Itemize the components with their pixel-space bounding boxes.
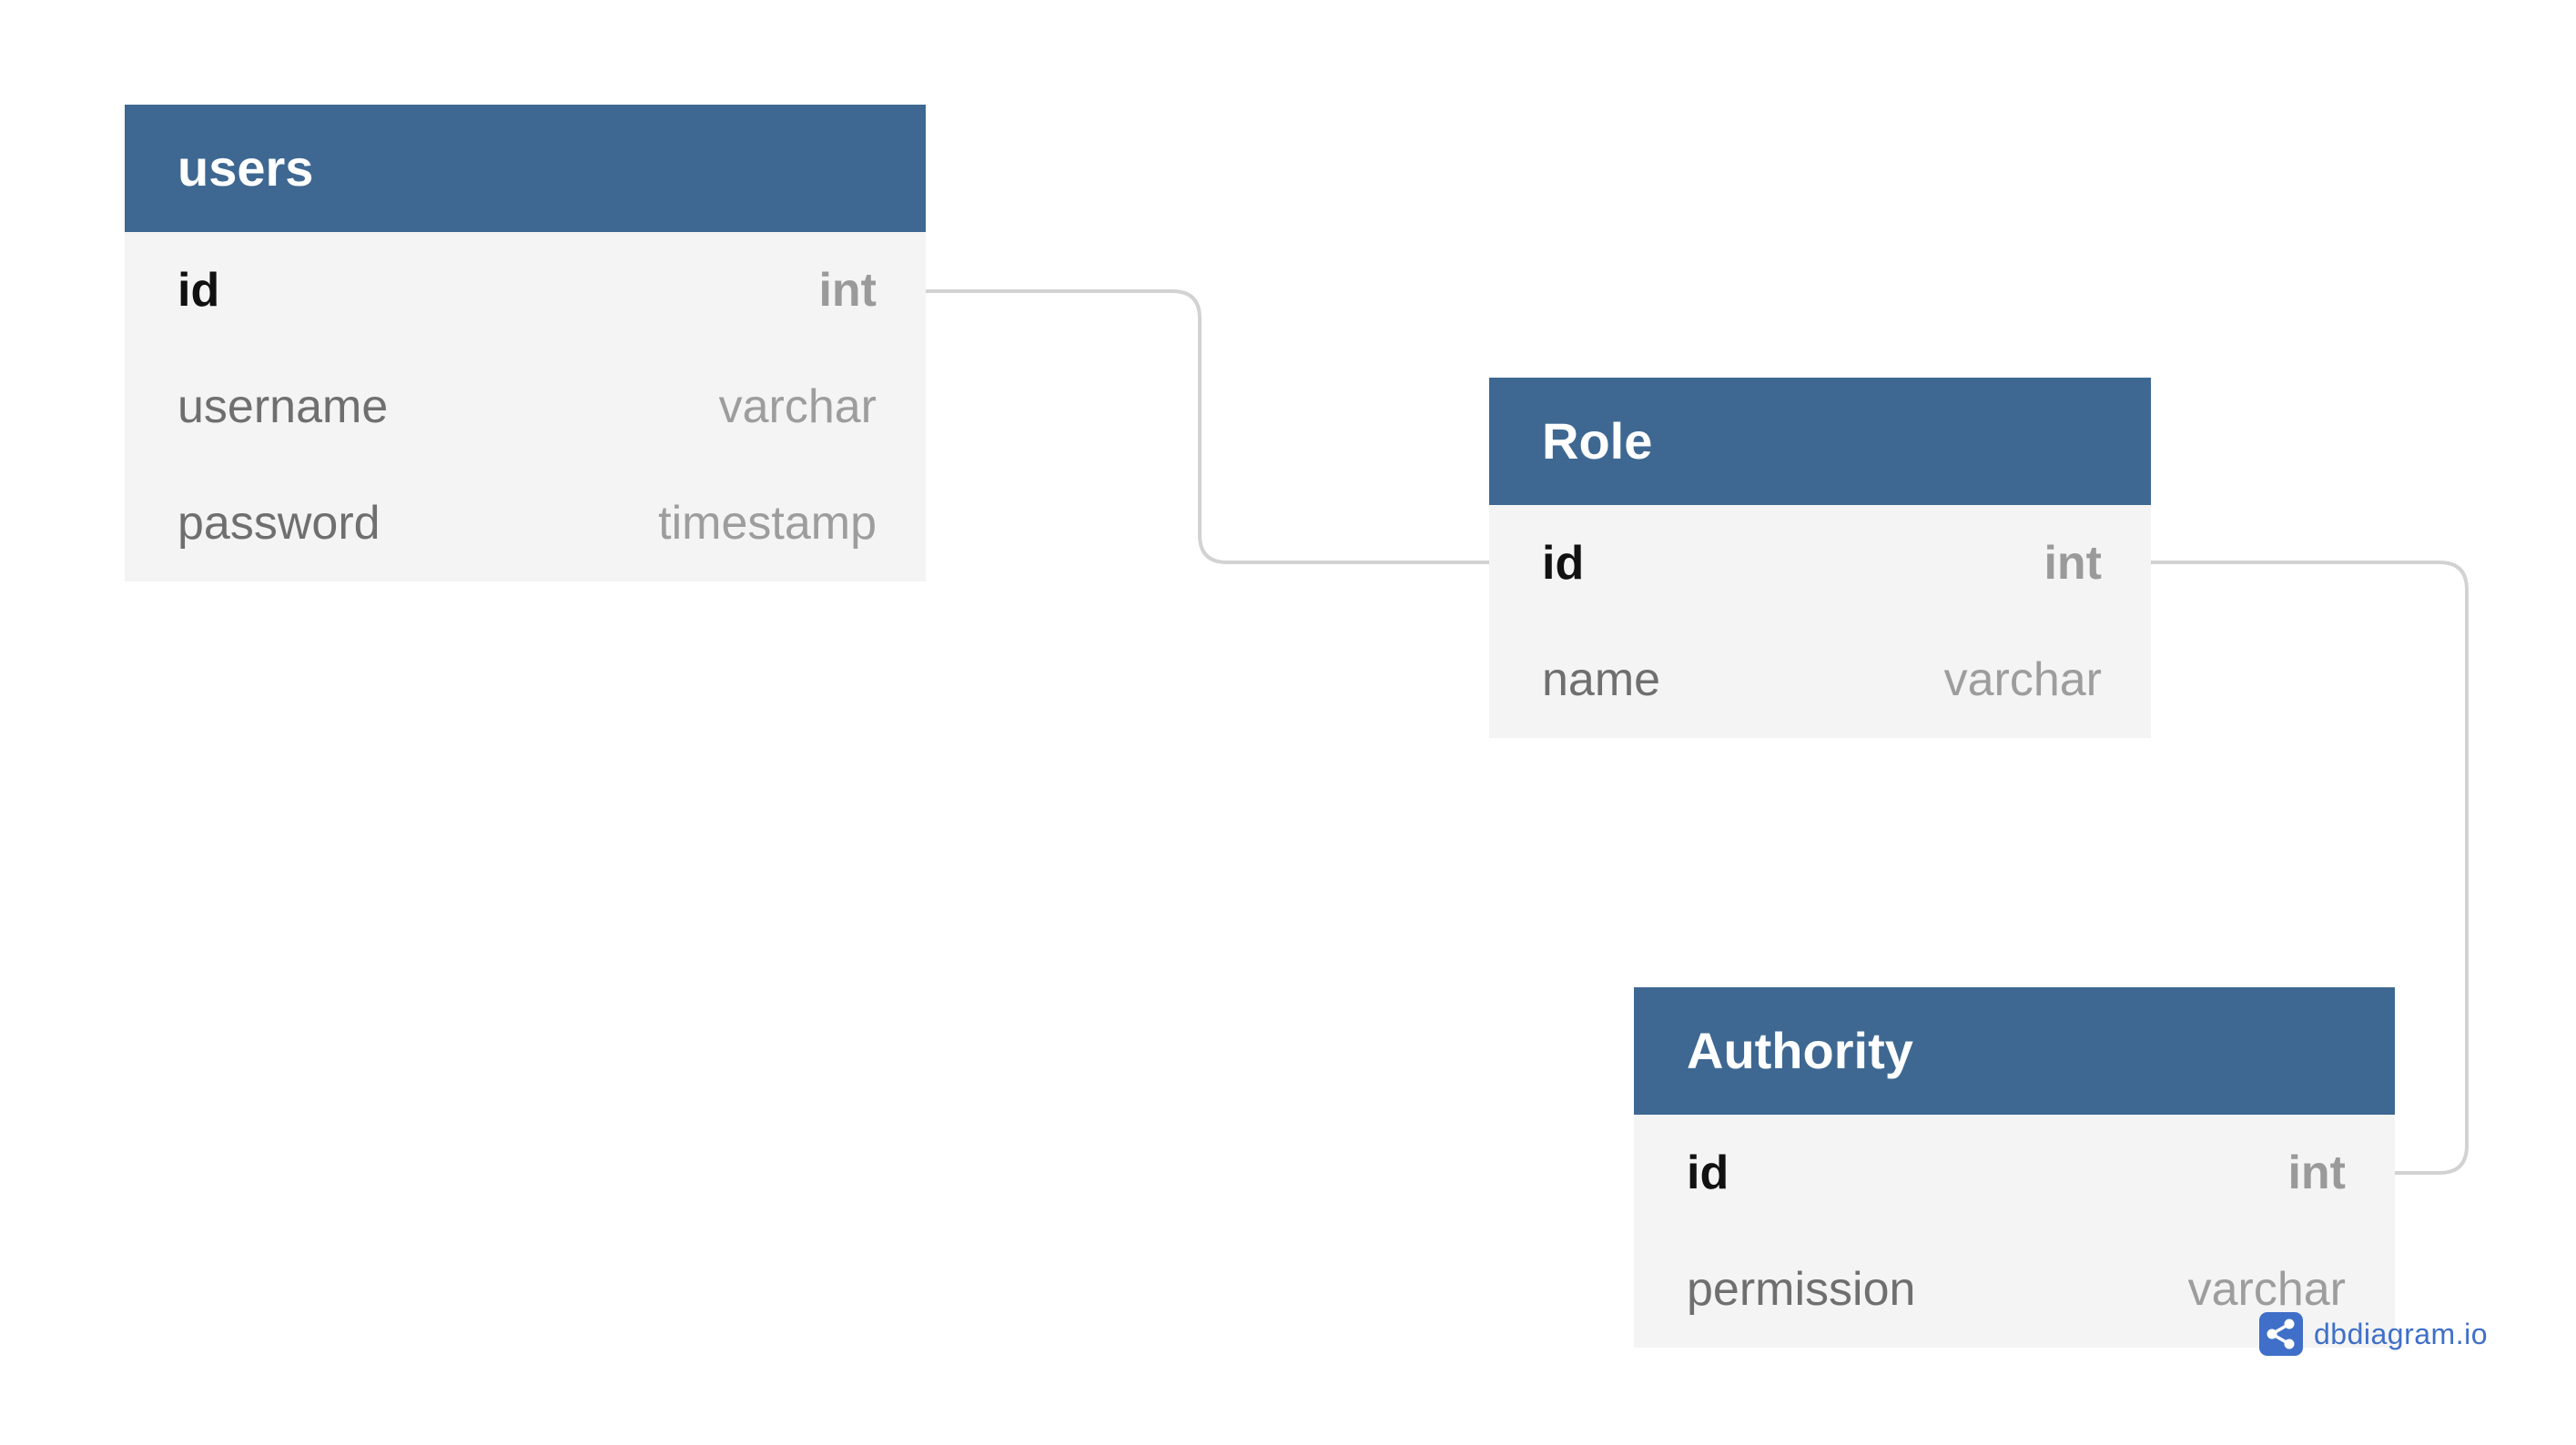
table-header-role[interactable]: Role xyxy=(1489,378,2151,505)
field-row-permission[interactable]: permission varchar xyxy=(1634,1231,2395,1348)
field-name: id xyxy=(1687,1147,1729,1199)
field-name: id xyxy=(177,264,220,317)
field-type: int xyxy=(2044,537,2102,590)
relationship-users-role[interactable] xyxy=(926,289,1489,564)
field-type: varchar xyxy=(2187,1263,2346,1316)
field-type: varchar xyxy=(718,380,877,433)
field-row-id[interactable]: id int xyxy=(1634,1115,2395,1231)
field-type: varchar xyxy=(1943,653,2102,706)
dbdiagram-watermark[interactable]: dbdiagram.io xyxy=(2259,1312,2488,1356)
table-header-authority[interactable]: Authority xyxy=(1634,987,2395,1115)
field-name: permission xyxy=(1687,1263,1916,1316)
field-row-password[interactable]: password timestamp xyxy=(125,465,926,581)
watermark-text: dbdiagram.io xyxy=(2314,1317,2488,1350)
table-authority[interactable]: Authority id int permission varchar xyxy=(1634,987,2395,1348)
field-type: int xyxy=(2287,1147,2346,1199)
table-role[interactable]: Role id int name varchar xyxy=(1489,378,2151,738)
field-type: int xyxy=(818,264,877,317)
field-name: id xyxy=(1542,537,1585,590)
field-name: password xyxy=(177,497,380,550)
table-users[interactable]: users id int username varchar password t… xyxy=(125,105,926,581)
field-type: timestamp xyxy=(658,497,877,550)
share-nodes-icon xyxy=(2259,1312,2303,1356)
table-header-users[interactable]: users xyxy=(125,105,926,232)
field-row-id[interactable]: id int xyxy=(125,232,926,349)
field-row-username[interactable]: username varchar xyxy=(125,349,926,465)
field-row-id[interactable]: id int xyxy=(1489,505,2151,621)
field-name: username xyxy=(177,380,389,433)
field-row-name[interactable]: name varchar xyxy=(1489,621,2151,738)
field-name: name xyxy=(1542,653,1661,706)
